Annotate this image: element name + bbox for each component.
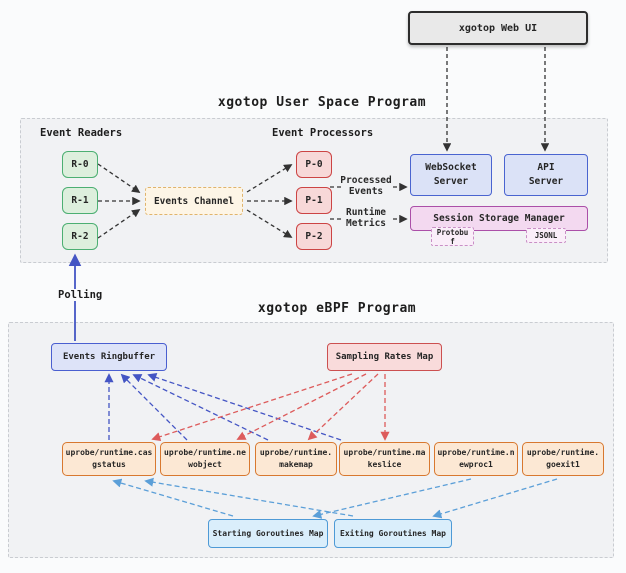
events-ringbuffer-node: Events Ringbuffer: [51, 343, 167, 371]
uprobe-makemap-node: uprobe/runtime.makemap: [255, 442, 337, 476]
runtime-metrics-label: Runtime Metrics: [345, 207, 387, 229]
processor-p1-label: P-1: [305, 195, 323, 206]
exiting-goroutines-map-node: Exiting Goroutines Map: [334, 519, 452, 548]
api-server-node: API Server: [504, 154, 588, 196]
processor-p0: P-0: [296, 151, 332, 178]
ebpf-title: xgotop eBPF Program: [257, 301, 417, 316]
uprobe-casgstatus-node: uprobe/runtime.casgstatus: [62, 442, 156, 476]
sampling-rates-map-node: Sampling Rates Map: [327, 343, 442, 371]
uprobe-newproc1-node: uprobe/runtime.newproc1: [434, 442, 518, 476]
api-server-label: API Server: [528, 161, 564, 187]
processor-p1: P-1: [296, 187, 332, 214]
reader-r1: R-1: [62, 187, 98, 214]
polling-label: Polling: [56, 289, 105, 301]
processor-p2: P-2: [296, 223, 332, 250]
jsonl-node: JSONL: [526, 228, 566, 243]
uprobe-goexit1-label: uprobe/runtime.goexit1: [526, 447, 600, 469]
protobuf-label: Protobuf: [436, 227, 469, 246]
uprobe-makeslice-label: uprobe/runtime.makeslice: [343, 447, 426, 469]
session-storage-label: Session Storage Manager: [433, 213, 565, 224]
events-channel-label: Events Channel: [153, 195, 235, 207]
event-readers-heading: Event Readers: [40, 127, 123, 139]
starting-goroutines-map-label: Starting Goroutines Map: [212, 529, 324, 538]
webui-label: xgotop Web UI: [458, 22, 538, 34]
uprobe-casgstatus-label: uprobe/runtime.casgstatus: [65, 447, 153, 469]
websocket-server-node: WebSocket Server: [410, 154, 492, 196]
processor-p2-label: P-2: [305, 231, 323, 242]
uprobe-newproc1-label: uprobe/runtime.newproc1: [437, 447, 515, 469]
uprobe-goexit1-node: uprobe/runtime.goexit1: [522, 442, 604, 476]
websocket-server-label: WebSocket Server: [425, 161, 477, 187]
reader-r0-label: R-0: [71, 159, 89, 170]
processed-events-label: Processed Events: [340, 175, 392, 197]
user-space-title: xgotop User Space Program: [217, 95, 427, 110]
uprobe-newobject-label: uprobe/runtime.newobject: [164, 447, 246, 469]
reader-r0: R-0: [62, 151, 98, 178]
reader-r2-label: R-2: [71, 231, 89, 242]
uprobe-makeslice-node: uprobe/runtime.makeslice: [339, 442, 430, 476]
webui-node: xgotop Web UI: [408, 11, 588, 45]
protobuf-node: Protobuf: [431, 227, 474, 246]
sampling-rates-map-label: Sampling Rates Map: [335, 352, 434, 362]
uprobe-makemap-label: uprobe/runtime.makemap: [259, 447, 333, 469]
jsonl-label: JSONL: [534, 231, 558, 240]
session-storage-node: Session Storage Manager: [410, 206, 588, 231]
processor-p0-label: P-0: [305, 159, 323, 170]
event-processors-heading: Event Processors: [272, 127, 374, 139]
exiting-goroutines-map-label: Exiting Goroutines Map: [340, 529, 446, 538]
reader-r2: R-2: [62, 223, 98, 250]
starting-goroutines-map-node: Starting Goroutines Map: [208, 519, 328, 548]
events-channel-node: Events Channel: [145, 187, 243, 215]
events-ringbuffer-label: Events Ringbuffer: [62, 352, 156, 362]
reader-r1-label: R-1: [71, 195, 89, 206]
uprobe-newobject-node: uprobe/runtime.newobject: [160, 442, 250, 476]
